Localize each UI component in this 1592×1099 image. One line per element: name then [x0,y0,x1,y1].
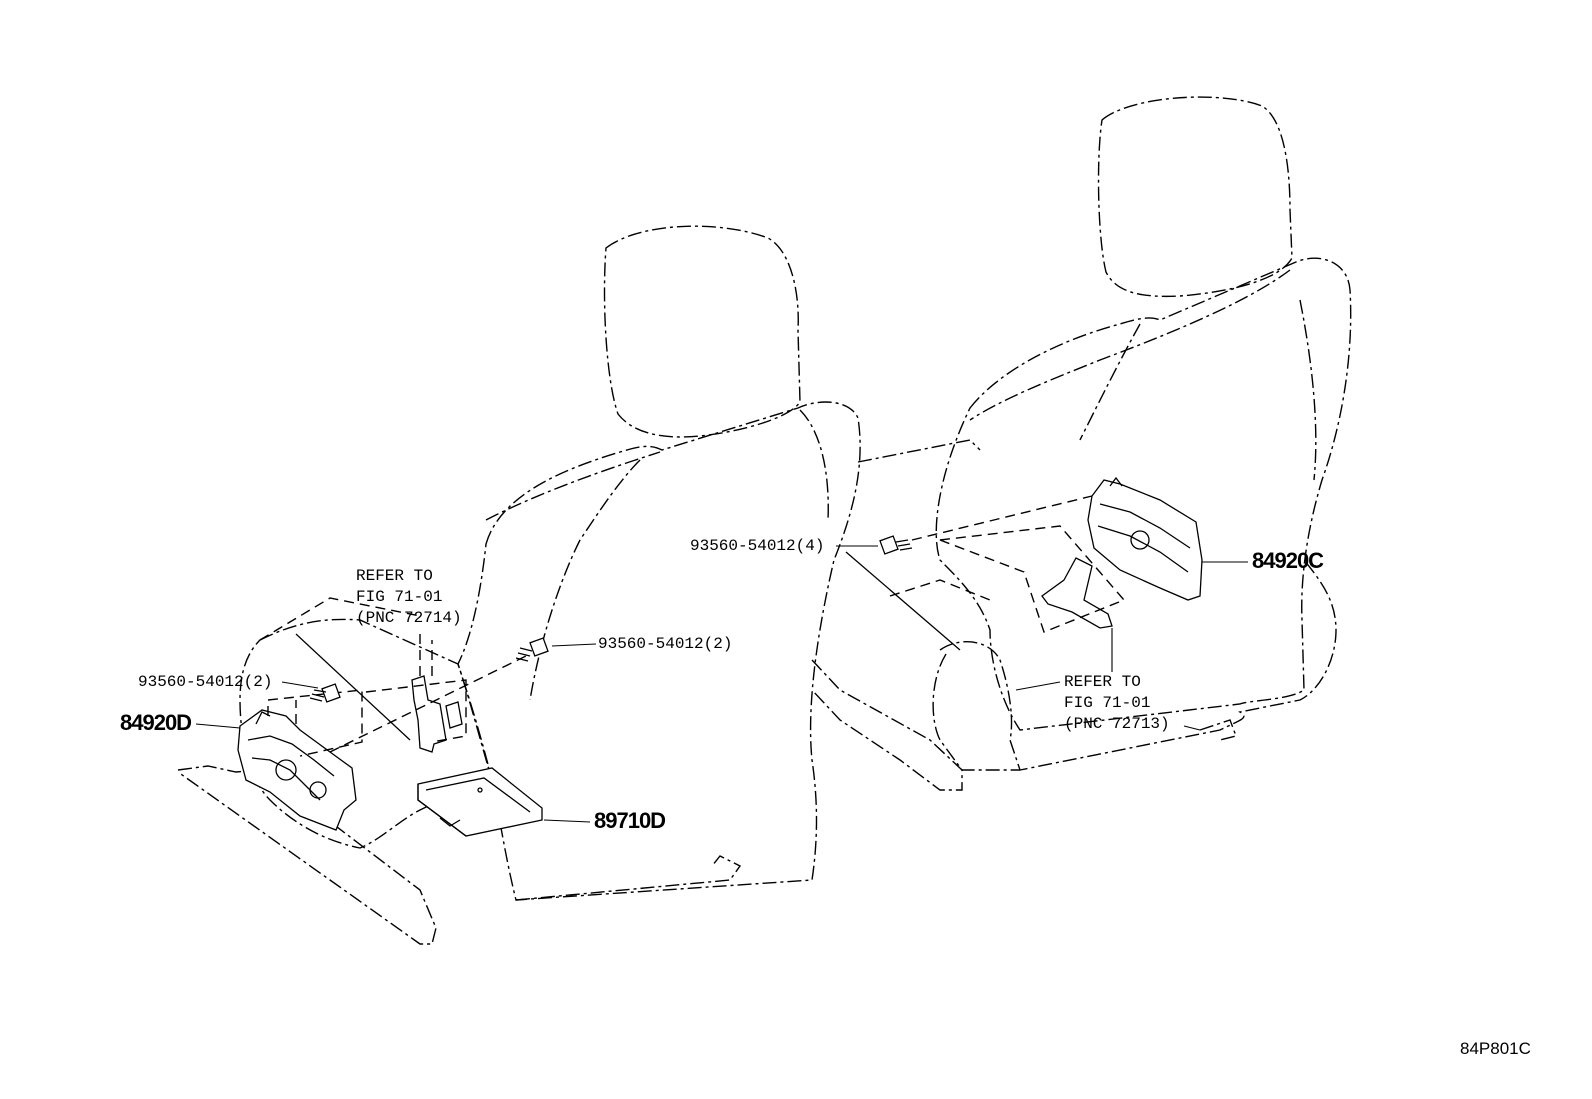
refer-right-line2: FIG 71-01 [1064,694,1151,712]
right-floor-rail [889,579,991,601]
left-seat-outline [177,225,861,945]
leader-lines [195,545,1248,823]
left-floor-rail [177,765,437,945]
bolt-left-icon [309,683,341,703]
refer-right-line3: (PNC 72713) [1064,715,1170,733]
bracket-72713 [939,525,1126,633]
refer-left-line1: REFER TO [356,567,433,585]
left-backrest-seam [529,459,641,701]
fit-line-84920D [267,689,363,757]
callout-part-84920C: 84920C [1252,548,1324,573]
bolt-center-icon [515,637,549,662]
figure-code: 84P801C [1460,1039,1531,1058]
callout-part-84920D: 84920D [120,710,192,735]
part-84920C-switch [1087,476,1203,601]
refer-left-line3: (PNC 72714) [356,609,462,627]
left-backrest [457,401,861,901]
right-backrest-inner [1079,323,1141,441]
left-headrest [603,225,801,438]
right-backrest-seam [969,269,1291,421]
center-floor [811,659,963,791]
right-base-foot [1199,719,1237,741]
refer-right-line1: REFER TO [1064,673,1141,691]
right-seat-solid-line [845,551,961,651]
left-cushion [239,618,493,849]
callout-bolt-right: 93560-54012(4) [690,537,825,555]
right-headrest [1097,96,1293,298]
center-console-top [857,439,981,463]
left-cushion-top [259,597,421,641]
callout-bolt-left: 93560-54012(2) [138,673,273,691]
callout-bolt-center: 93560-54012(2) [598,635,733,653]
bracket-72714 [365,630,467,753]
refer-left-line2: FIG 71-01 [356,588,443,606]
left-backrest-side [799,409,829,521]
fit-line-center [329,653,531,753]
part-89710D-ecu [417,767,543,837]
right-seat-outline [811,96,1352,791]
part-84920D-switch [237,709,357,831]
callout-part-89710D: 89710D [594,808,666,833]
right-backrest-inner2 [1299,299,1317,481]
right-side-panel [932,653,1020,771]
right-backrest [935,257,1352,731]
bolt-right-icon [879,535,913,555]
left-base [515,855,742,901]
left-backrest-inner [485,451,661,521]
right-cushion [939,559,1337,771]
